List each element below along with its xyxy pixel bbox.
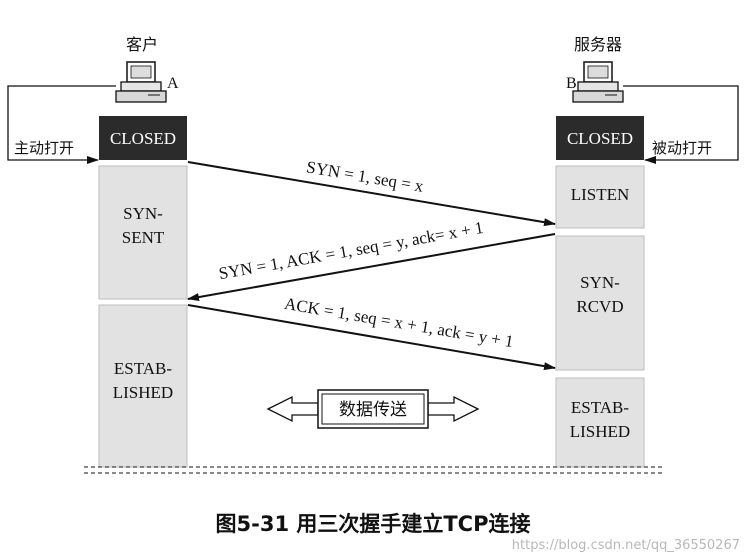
passive-open-loop xyxy=(623,85,739,164)
server-closed-label: CLOSED xyxy=(567,129,633,148)
watermark: https://blog.csdn.net/qq_36550267 xyxy=(512,538,740,553)
server-syn-rcvd-label: SYN- RCVD xyxy=(576,273,623,316)
syn-message-label: SYN = 1, seq = x xyxy=(305,157,425,196)
server-established-box xyxy=(555,377,645,468)
ack-message-label: ACK = 1, seq = x + 1, ack = y + 1 xyxy=(283,294,515,351)
syn-arrow xyxy=(187,161,556,227)
server-label: 服务器 xyxy=(574,35,622,54)
state-label-line: LISHED xyxy=(570,422,630,441)
client-established-label: ESTAB- LISHED xyxy=(113,359,173,402)
host-b-label: B xyxy=(566,75,577,92)
state-label-line: SENT xyxy=(122,228,165,247)
state-label-line: ESTAB- xyxy=(114,359,172,378)
ack-arrow xyxy=(187,304,556,371)
server-syn-rcvd-box xyxy=(555,235,645,371)
client-syn-sent-box xyxy=(98,165,188,300)
computer-icon-client xyxy=(115,61,167,103)
state-label-line: LISTEN xyxy=(571,185,630,204)
client-label: 客户 xyxy=(126,35,158,54)
state-label-line: SYN- xyxy=(580,273,620,292)
client-closed-box xyxy=(99,116,187,160)
client-closed-label: CLOSED xyxy=(110,129,176,148)
host-a-label: A xyxy=(167,75,179,92)
server-listen-box xyxy=(555,165,645,229)
active-open-loop xyxy=(7,85,116,164)
state-label-line: LISHED xyxy=(113,383,173,402)
state-label-line: ESTAB- xyxy=(571,398,629,417)
syn-ack-arrow xyxy=(187,233,556,302)
state-label-line: RCVD xyxy=(576,297,623,316)
passive-open-label: 被动打开 xyxy=(652,139,712,157)
server-established-label: ESTAB- LISHED xyxy=(570,398,630,441)
server-closed-box xyxy=(556,116,644,160)
data-transfer-double-arrow xyxy=(266,389,480,429)
state-label-line: SYN- xyxy=(123,204,163,223)
client-syn-sent-label: SYN- SENT xyxy=(122,204,165,247)
figure-caption: 图5-31 用三次握手建立TCP连接 xyxy=(216,512,531,536)
computer-icon-server xyxy=(572,61,624,103)
data-transfer-label: 数据传送 xyxy=(339,400,407,420)
syn-ack-message-label: SYN = 1, ACK = 1, seq = y, ack= x + 1 xyxy=(217,218,485,283)
server-listen-label: LISTEN xyxy=(571,185,630,204)
active-open-label: 主动打开 xyxy=(14,139,74,157)
client-established-box xyxy=(98,304,188,468)
